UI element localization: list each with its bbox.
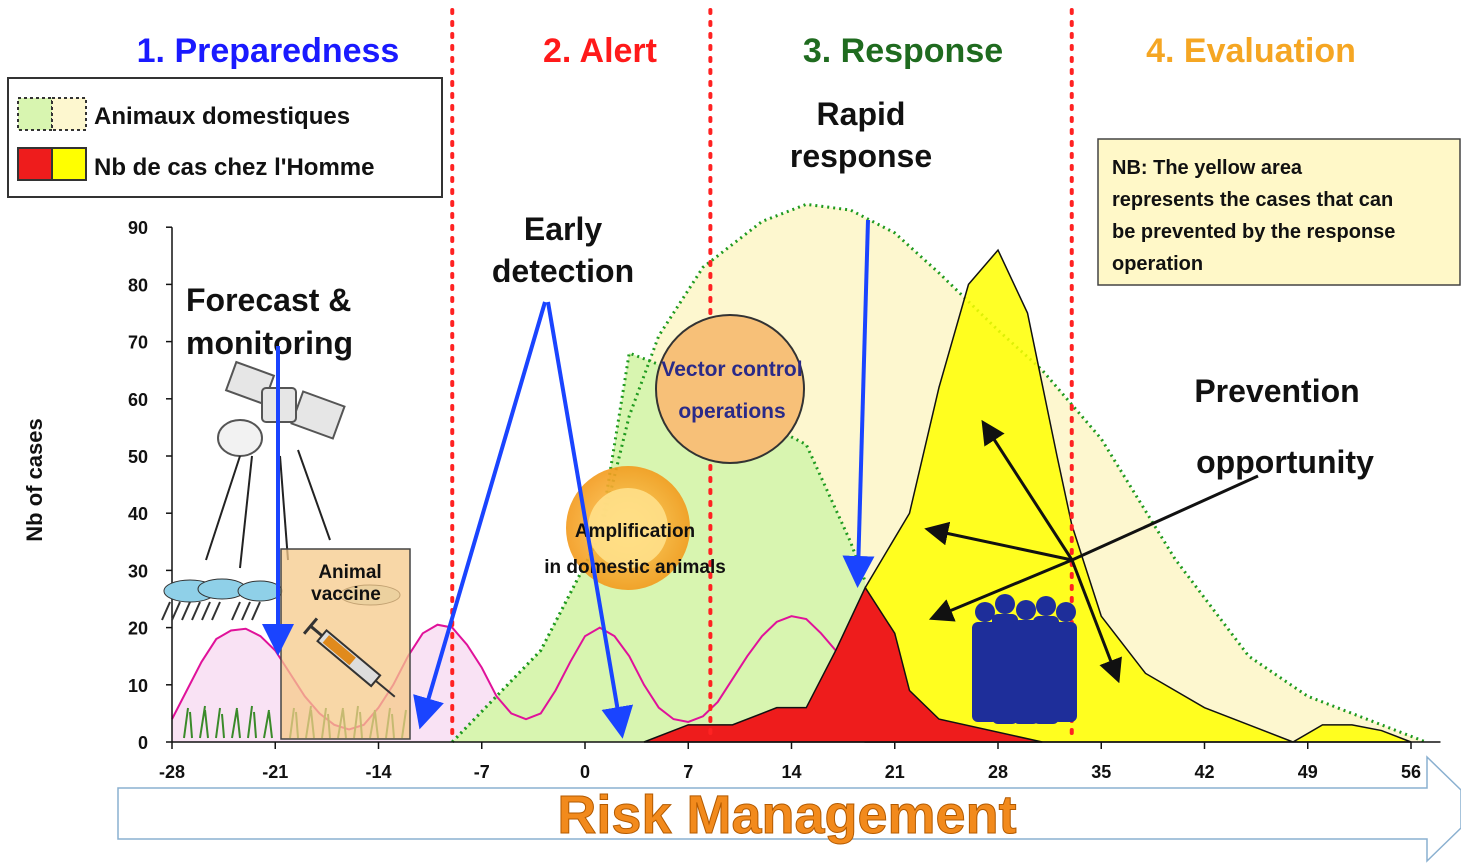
x-tick-label: -28	[159, 762, 185, 782]
x-tick-label: 28	[988, 762, 1008, 782]
forecast-label-1: Forecast &	[186, 282, 351, 318]
amplification-label-1: Amplification	[575, 521, 695, 542]
risk-management-label: Risk Management	[557, 785, 1016, 845]
forecast-label-2: monitoring	[186, 325, 353, 361]
early-detection-arrow-right	[546, 301, 634, 739]
legend-swatch-human-red	[17, 147, 53, 181]
x-tick-label: 35	[1091, 762, 1111, 782]
y-axis-label: Nb of cases	[22, 418, 47, 542]
y-tick-label: 40	[128, 504, 148, 524]
vaccine-label-2: vaccine	[311, 584, 381, 605]
vector-control-label-1: Vector control	[661, 358, 802, 381]
x-tick-label: 56	[1401, 762, 1421, 782]
prevention-label-1: Prevention	[1194, 373, 1359, 409]
legend: Animaux domestiques Nb de cas chez l'Hom…	[7, 77, 443, 198]
animal-vaccine-box: Animal vaccine	[280, 548, 411, 740]
x-tick-label: 21	[885, 762, 905, 782]
amplification-label-2: in domestic animals	[544, 557, 726, 578]
syringe-icon	[302, 617, 396, 698]
legend-label-human: Nb de cas chez l'Homme	[94, 154, 374, 181]
vector-control-circle	[655, 314, 805, 464]
phase-title-preparedness: 1. Preparedness	[137, 32, 400, 70]
annotation-arrows	[262, 219, 875, 739]
nb-line-3: be prevented by the response	[1112, 221, 1395, 243]
y-tick-label: 70	[128, 333, 148, 353]
y-tick-label: 90	[128, 218, 148, 238]
phase-title-evaluation: 4. Evaluation	[1146, 32, 1356, 70]
early-detection-label-2: detection	[492, 253, 634, 289]
y-tick-label: 10	[128, 676, 148, 696]
x-tick-label: -14	[365, 762, 391, 782]
x-tick-label: 14	[781, 762, 801, 782]
y-tick-label: 50	[128, 447, 148, 467]
prevention-arrows	[924, 419, 1259, 684]
legend-swatch-animals-yellow	[51, 97, 87, 131]
phase-title-alert: 2. Alert	[543, 32, 657, 70]
people-group-icon	[972, 594, 1077, 724]
early-detection-arrow-left	[413, 301, 547, 730]
nb-line-4: operation	[1112, 253, 1203, 275]
x-tick-label: 42	[1194, 762, 1214, 782]
legend-swatch-animals-green	[17, 97, 53, 131]
series-human-observed	[643, 586, 1043, 743]
y-tick-label: 0	[138, 733, 148, 753]
vector-control-label-2: operations	[678, 400, 785, 423]
legend-swatch-human-yellow	[51, 147, 87, 181]
x-tick-label: 0	[580, 762, 590, 782]
y-tick-label: 60	[128, 390, 148, 410]
series-animals-envelope-line	[451, 202, 1427, 744]
x-tick-label: -7	[474, 762, 490, 782]
prevention-label-2: opportunity	[1196, 444, 1374, 480]
nb-line-1: NB: The yellow area	[1112, 157, 1303, 179]
rapid-response-label-2: response	[790, 138, 932, 174]
vaccine-label-1: Animal	[318, 562, 381, 583]
y-axis: 0 10 20 30 40 50 60 70 80 90	[128, 218, 173, 753]
y-tick-label: 20	[128, 619, 148, 639]
rapid-response-label-1: Rapid	[817, 96, 906, 132]
satellite-icon	[205, 360, 346, 569]
y-tick-label: 80	[128, 275, 148, 295]
y-tick-label: 30	[128, 561, 148, 581]
nb-note: NB: The yellow area represents the cases…	[1097, 138, 1461, 286]
nb-line-2: represents the cases that can	[1112, 189, 1393, 211]
early-detection-label-1: Early	[524, 211, 602, 247]
phase-title-response: 3. Response	[803, 32, 1003, 70]
x-tick-label: 49	[1298, 762, 1318, 782]
legend-label-animals: Animaux domestiques	[94, 103, 350, 130]
x-axis: -28 -21 -14 -7 0 7 14 21 28 35 42 49 56	[159, 741, 1441, 782]
x-tick-label: 7	[683, 762, 693, 782]
risk-management-arrow: Risk Management	[117, 755, 1461, 863]
rapid-response-arrow	[842, 219, 875, 588]
x-tick-label: -21	[262, 762, 288, 782]
amplification-sun-icon	[566, 466, 690, 590]
